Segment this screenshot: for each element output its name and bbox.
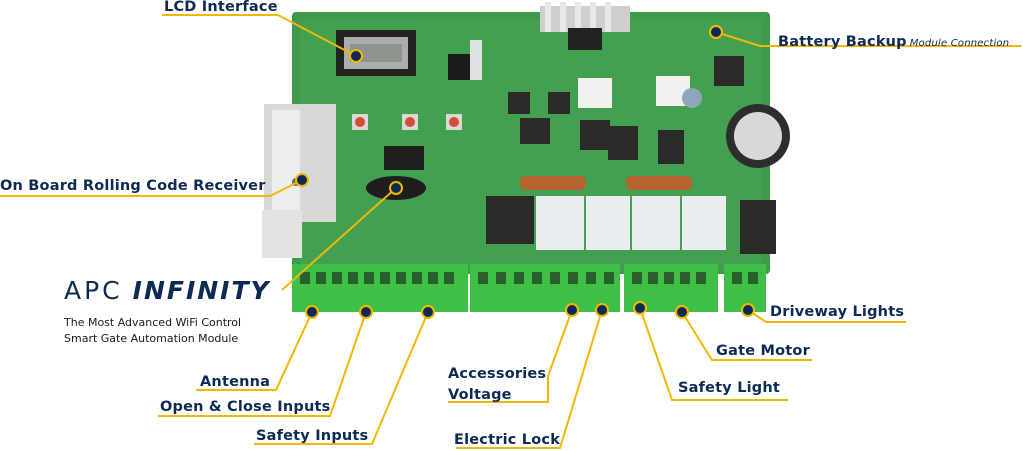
brand-name-infinity: INFINITY [132, 276, 271, 305]
brand-tagline: The Most Advanced WiFi Control Smart Gat… [64, 316, 242, 345]
relays [486, 196, 776, 254]
menu-buttons [352, 114, 462, 130]
coil-left [520, 176, 586, 190]
label-rolling-code-receiver: On Board Rolling Code Receiver [0, 178, 266, 194]
receiver-module [262, 104, 336, 258]
label-open-close-inputs: Open & Close Inputs [160, 399, 331, 415]
label-antenna: Antenna [200, 374, 271, 390]
brand-logo: APC INFINITY [64, 276, 271, 305]
wifi-chip [448, 54, 474, 80]
label-driveway-lights: Driveway Lights [770, 304, 905, 320]
label-lcd-interface: LCD Interface [164, 0, 278, 15]
label-electric-lock: Electric Lock [454, 432, 561, 448]
callout-dots [295, 25, 755, 319]
label-gate-motor: Gate Motor [716, 343, 810, 359]
label-safety-inputs: Safety Inputs [256, 428, 369, 444]
coil-right [626, 176, 692, 190]
callout-lines [0, 14, 1021, 449]
lcd-module [336, 30, 416, 76]
terminal-blocks [292, 264, 766, 312]
label-safety-light: Safety Light [678, 380, 781, 396]
label-accessories-voltage: Accessories Voltage [448, 366, 547, 403]
heatsink [540, 2, 630, 50]
brand-name-apc: APC [64, 276, 123, 305]
